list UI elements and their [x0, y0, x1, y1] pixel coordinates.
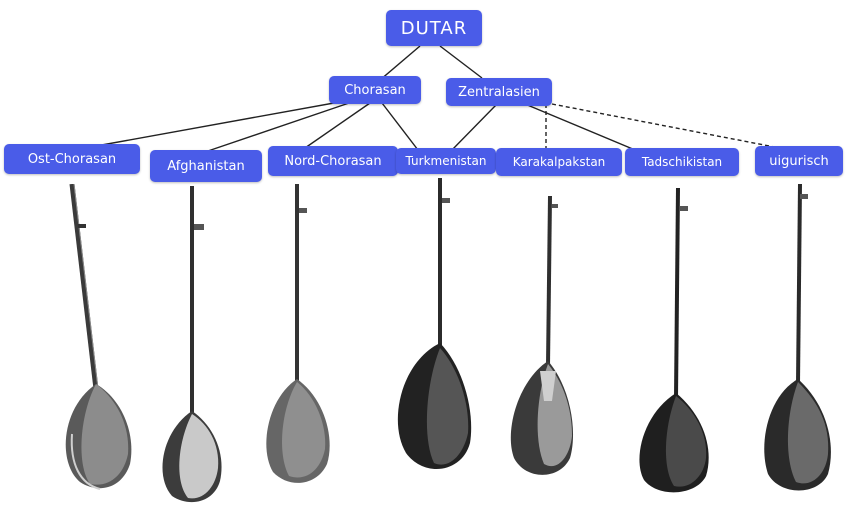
node-uigurisch-label: uigurisch: [769, 154, 828, 169]
node-karakalpakstan-label: Karakalpakstan: [513, 155, 606, 169]
dutar-image-tadschikistan: [626, 188, 716, 500]
edge-chorasan-ost-chorasan: [85, 101, 345, 148]
node-zentralasien-label: Zentralasien: [458, 85, 540, 100]
edge-root-chorasan: [380, 46, 420, 80]
node-tadschikistan-label: Tadschikistan: [642, 155, 722, 169]
node-ost-chorasan-label: Ost-Chorasan: [28, 152, 116, 167]
node-ost-chorasan: Ost-Chorasan: [4, 144, 140, 174]
edge-chorasan-afghanistan: [205, 102, 352, 152]
node-turkmenistan: Turkmenistan: [396, 148, 496, 174]
dutar-image-karakalpakstan: [500, 196, 580, 486]
edge-chorasan-nord-chorasan: [305, 103, 370, 148]
node-nord-chorasan-label: Nord-Chorasan: [284, 154, 381, 169]
dutar-image-uigurisch: [752, 184, 842, 504]
edge-zentralasien-turkmenistan: [450, 104, 497, 152]
node-afghanistan: Afghanistan: [150, 150, 262, 182]
node-chorasan: Chorasan: [329, 76, 421, 104]
node-dutar: DUTAR: [386, 10, 482, 46]
edge-root-zentralasien: [440, 46, 482, 78]
dutar-image-ost-chorasan: [50, 184, 140, 494]
dutar-image-nord-chorasan: [255, 184, 340, 494]
dutar-image-afghanistan: [150, 186, 230, 506]
node-karakalpakstan: Karakalpakstan: [496, 148, 622, 176]
dutar-image-turkmenistan: [380, 178, 475, 498]
node-turkmenistan-label: Turkmenistan: [406, 154, 487, 168]
node-zentralasien: Zentralasien: [446, 78, 552, 106]
edge-zentralasien-uigurisch-dashed: [552, 104, 790, 150]
edge-chorasan-turkmenistan: [382, 103, 418, 150]
node-tadschikistan: Tadschikistan: [625, 148, 739, 176]
node-nord-chorasan: Nord-Chorasan: [268, 146, 398, 176]
node-afghanistan-label: Afghanistan: [167, 159, 244, 174]
node-chorasan-label: Chorasan: [344, 83, 406, 98]
edge-zentralasien-tadschikistan: [525, 104, 640, 152]
node-uigurisch: uigurisch: [755, 146, 843, 176]
node-dutar-label: DUTAR: [401, 18, 467, 39]
